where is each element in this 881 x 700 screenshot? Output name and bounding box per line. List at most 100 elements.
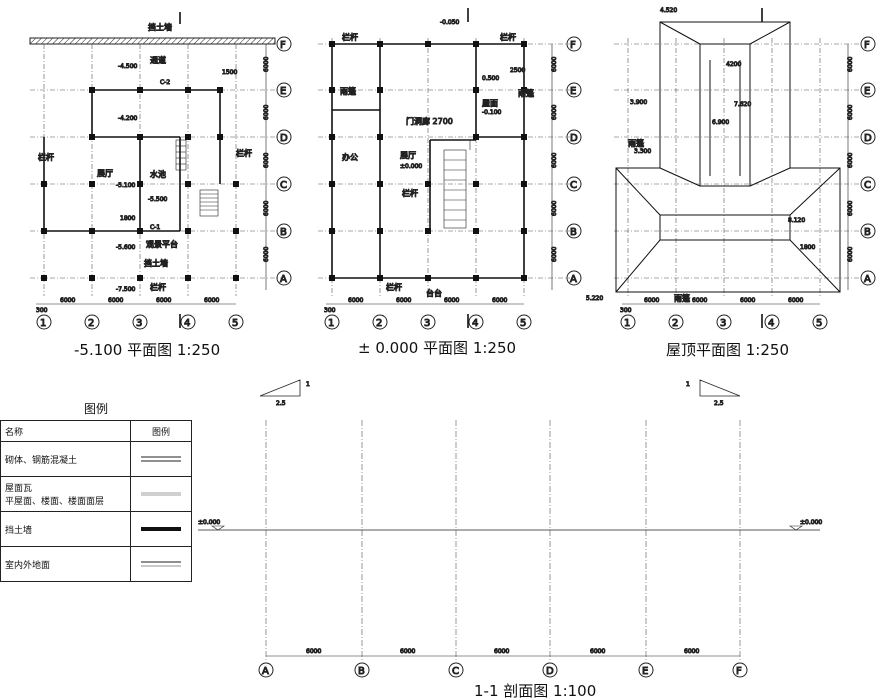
section-axis-E: E	[642, 666, 648, 677]
section-axis-F: F	[736, 666, 742, 677]
plan3-axis-1: 1	[624, 318, 630, 329]
plan3-canopy: 雨篷	[628, 138, 644, 148]
plan2-axis-3: 3	[424, 318, 430, 329]
legend-title: 图例	[83, 402, 108, 416]
plan2-level-roof1: 0.500	[482, 75, 499, 82]
plan1-axis-3: 3	[136, 318, 142, 329]
plan3-dim-3: 6000	[740, 297, 755, 304]
plan1-col-axes: 1 2 3 4 5	[36, 314, 244, 330]
plan3-rdim-3: 6000	[847, 153, 854, 168]
section-slope-right: 2.5	[714, 400, 724, 407]
plan2-canopy-r: 雨篷	[518, 88, 534, 98]
plan2-dim-2: 6000	[396, 297, 411, 304]
plan1-railing-bottom: 栏杆	[150, 282, 166, 292]
plan1-rdim-4: 6000	[263, 201, 270, 216]
plan1-axis-A: A	[280, 274, 287, 285]
section-slope-left: 2.5	[276, 400, 286, 407]
plan3-axis-D: D	[864, 133, 872, 144]
plan1-dim-edge: 300	[36, 307, 48, 314]
legend-row: 砌体、钢筋混凝土	[0, 441, 192, 477]
legend-symbol-thick-bar	[130, 511, 192, 547]
plan3-dim-4: 6000	[788, 297, 803, 304]
plan2-title: ± 0.000 平面图 1:250	[358, 339, 516, 357]
legend-header-symbol: 图例	[130, 420, 192, 442]
section-level-left: ±0.000	[198, 519, 220, 526]
plan1-level-5: -7.500	[116, 286, 136, 293]
plan2-axis-E: E	[570, 86, 576, 97]
section-dim-3: 6000	[494, 648, 509, 655]
plan2-row-axes: F E D C B A	[566, 36, 582, 286]
plan2-axis-1: 1	[328, 318, 334, 329]
plan2-axis-C: C	[570, 180, 577, 191]
section-slope-unit-left: 1	[306, 381, 310, 388]
plan1-axis-4: 4	[184, 318, 190, 329]
plan3-title: 屋顶平面图 1:250	[666, 341, 789, 359]
plan1-passage: 通道	[150, 55, 166, 65]
legend: 图例 名称 图例 砌体、钢筋混凝土 屋面瓦 平屋面、楼面、楼面面层 挡土墙 室内…	[0, 398, 192, 583]
plan2-level-roof2: -0.100	[482, 109, 502, 116]
section-dim-2: 6000	[400, 648, 415, 655]
plan1-axis-E: E	[280, 86, 286, 97]
plan2-d1: 2500	[510, 67, 525, 74]
plan1-railing-right: 栏杆	[236, 148, 252, 158]
plan1-c1: C-1	[150, 224, 160, 231]
plan2-roof-surface: 屋面	[482, 99, 498, 108]
plan3-axis-E: E	[864, 86, 870, 97]
plan2-axis-B: B	[570, 227, 577, 238]
plan2-office: 办公	[342, 152, 358, 162]
plan1-axis-F: F	[280, 40, 286, 51]
plan1-d1: 1500	[222, 69, 237, 76]
plan-roof: 4.520 4200 3.900 7.620 6.900 雨篷 3.300 8.…	[586, 7, 876, 330]
plan3-axis-4: 4	[768, 318, 774, 329]
section-dim-4: 6000	[590, 648, 605, 655]
plan3-axis-A: A	[864, 274, 871, 285]
plan2-railing-bot: 栏杆	[386, 282, 402, 292]
plan3-col-axes: 1 2 3 4 5	[620, 314, 828, 330]
plan2-axis-2: 2	[376, 318, 382, 329]
plan3-row-axes: F E D C B A	[860, 36, 876, 286]
plan3-dim-1: 6000	[644, 297, 659, 304]
plan2-dim-4: 6000	[492, 297, 507, 304]
section-title: 1-1 剖面图 1:100	[474, 682, 596, 700]
legend-row: 屋面瓦 平屋面、楼面、楼面面层	[0, 476, 192, 512]
legend-header-row: 名称 图例	[0, 420, 192, 442]
plan3-r5: 8.120	[788, 217, 805, 224]
plan3-d1: 4200	[726, 61, 741, 68]
plan2-railing-tl: 栏杆	[342, 32, 358, 42]
legend-symbol-thin-double-line	[130, 476, 192, 512]
plan2-door-corridor: 门洞廊 2700	[406, 116, 453, 126]
plan3-rdim-4: 6000	[847, 201, 854, 216]
plan1-rdim-3: 6000	[263, 153, 270, 168]
section-dim-1: 6000	[306, 648, 321, 655]
plan2-dim-1: 6000	[348, 297, 363, 304]
plan2-axis-F: F	[570, 40, 576, 51]
plan2-axis-5: 5	[520, 318, 526, 329]
plan2-rdim-5: 6000	[551, 247, 558, 262]
plan1-axis-2: 2	[88, 318, 94, 329]
plan2-rdim-2: 6000	[551, 105, 558, 120]
plan1-axis-5: 5	[232, 318, 238, 329]
section-axis-B: B	[358, 666, 365, 677]
plan1-rdim-1: 6000	[263, 57, 270, 72]
plan1-level-2: -5.100	[116, 182, 136, 189]
plan1-retaining-wall-bottom: 挡土墙	[144, 258, 168, 268]
legend-row: 挡土墙	[0, 511, 192, 547]
plan1-row-axes: F E D C B A	[276, 36, 292, 286]
plan3-axis-F: F	[864, 40, 870, 51]
plan2-railing-tr: 栏杆	[500, 32, 516, 42]
plan-0000: 栏杆 栏杆 -0.050 雨篷 雨篷 0.500 2500 屋面 -0.100 …	[318, 8, 582, 330]
legend-row-name: 砌体、钢筋混凝土	[0, 441, 131, 477]
plan1-axis-B: B	[280, 227, 287, 238]
plan1-pool: 水池	[150, 169, 166, 179]
plan1-viewing-platform: 观景平台	[146, 239, 178, 249]
plan1-rdim-5: 6000	[263, 247, 270, 262]
plan2-level-0: ±0.000	[400, 163, 422, 170]
plan2-level-top: -0.050	[440, 19, 460, 26]
plan2-rdim-3: 6000	[551, 153, 558, 168]
plan1-dim-3: 6000	[156, 297, 171, 304]
plan3-dim-edge: 300	[620, 307, 632, 314]
plan1-dim-2: 6000	[108, 297, 123, 304]
plan1-dim-1: 6000	[60, 297, 75, 304]
plan1-axis-C: C	[280, 180, 287, 191]
legend-table: 名称 图例 砌体、钢筋混凝土 屋面瓦 平屋面、楼面、楼面面层 挡土墙 室内外地面	[0, 420, 192, 582]
